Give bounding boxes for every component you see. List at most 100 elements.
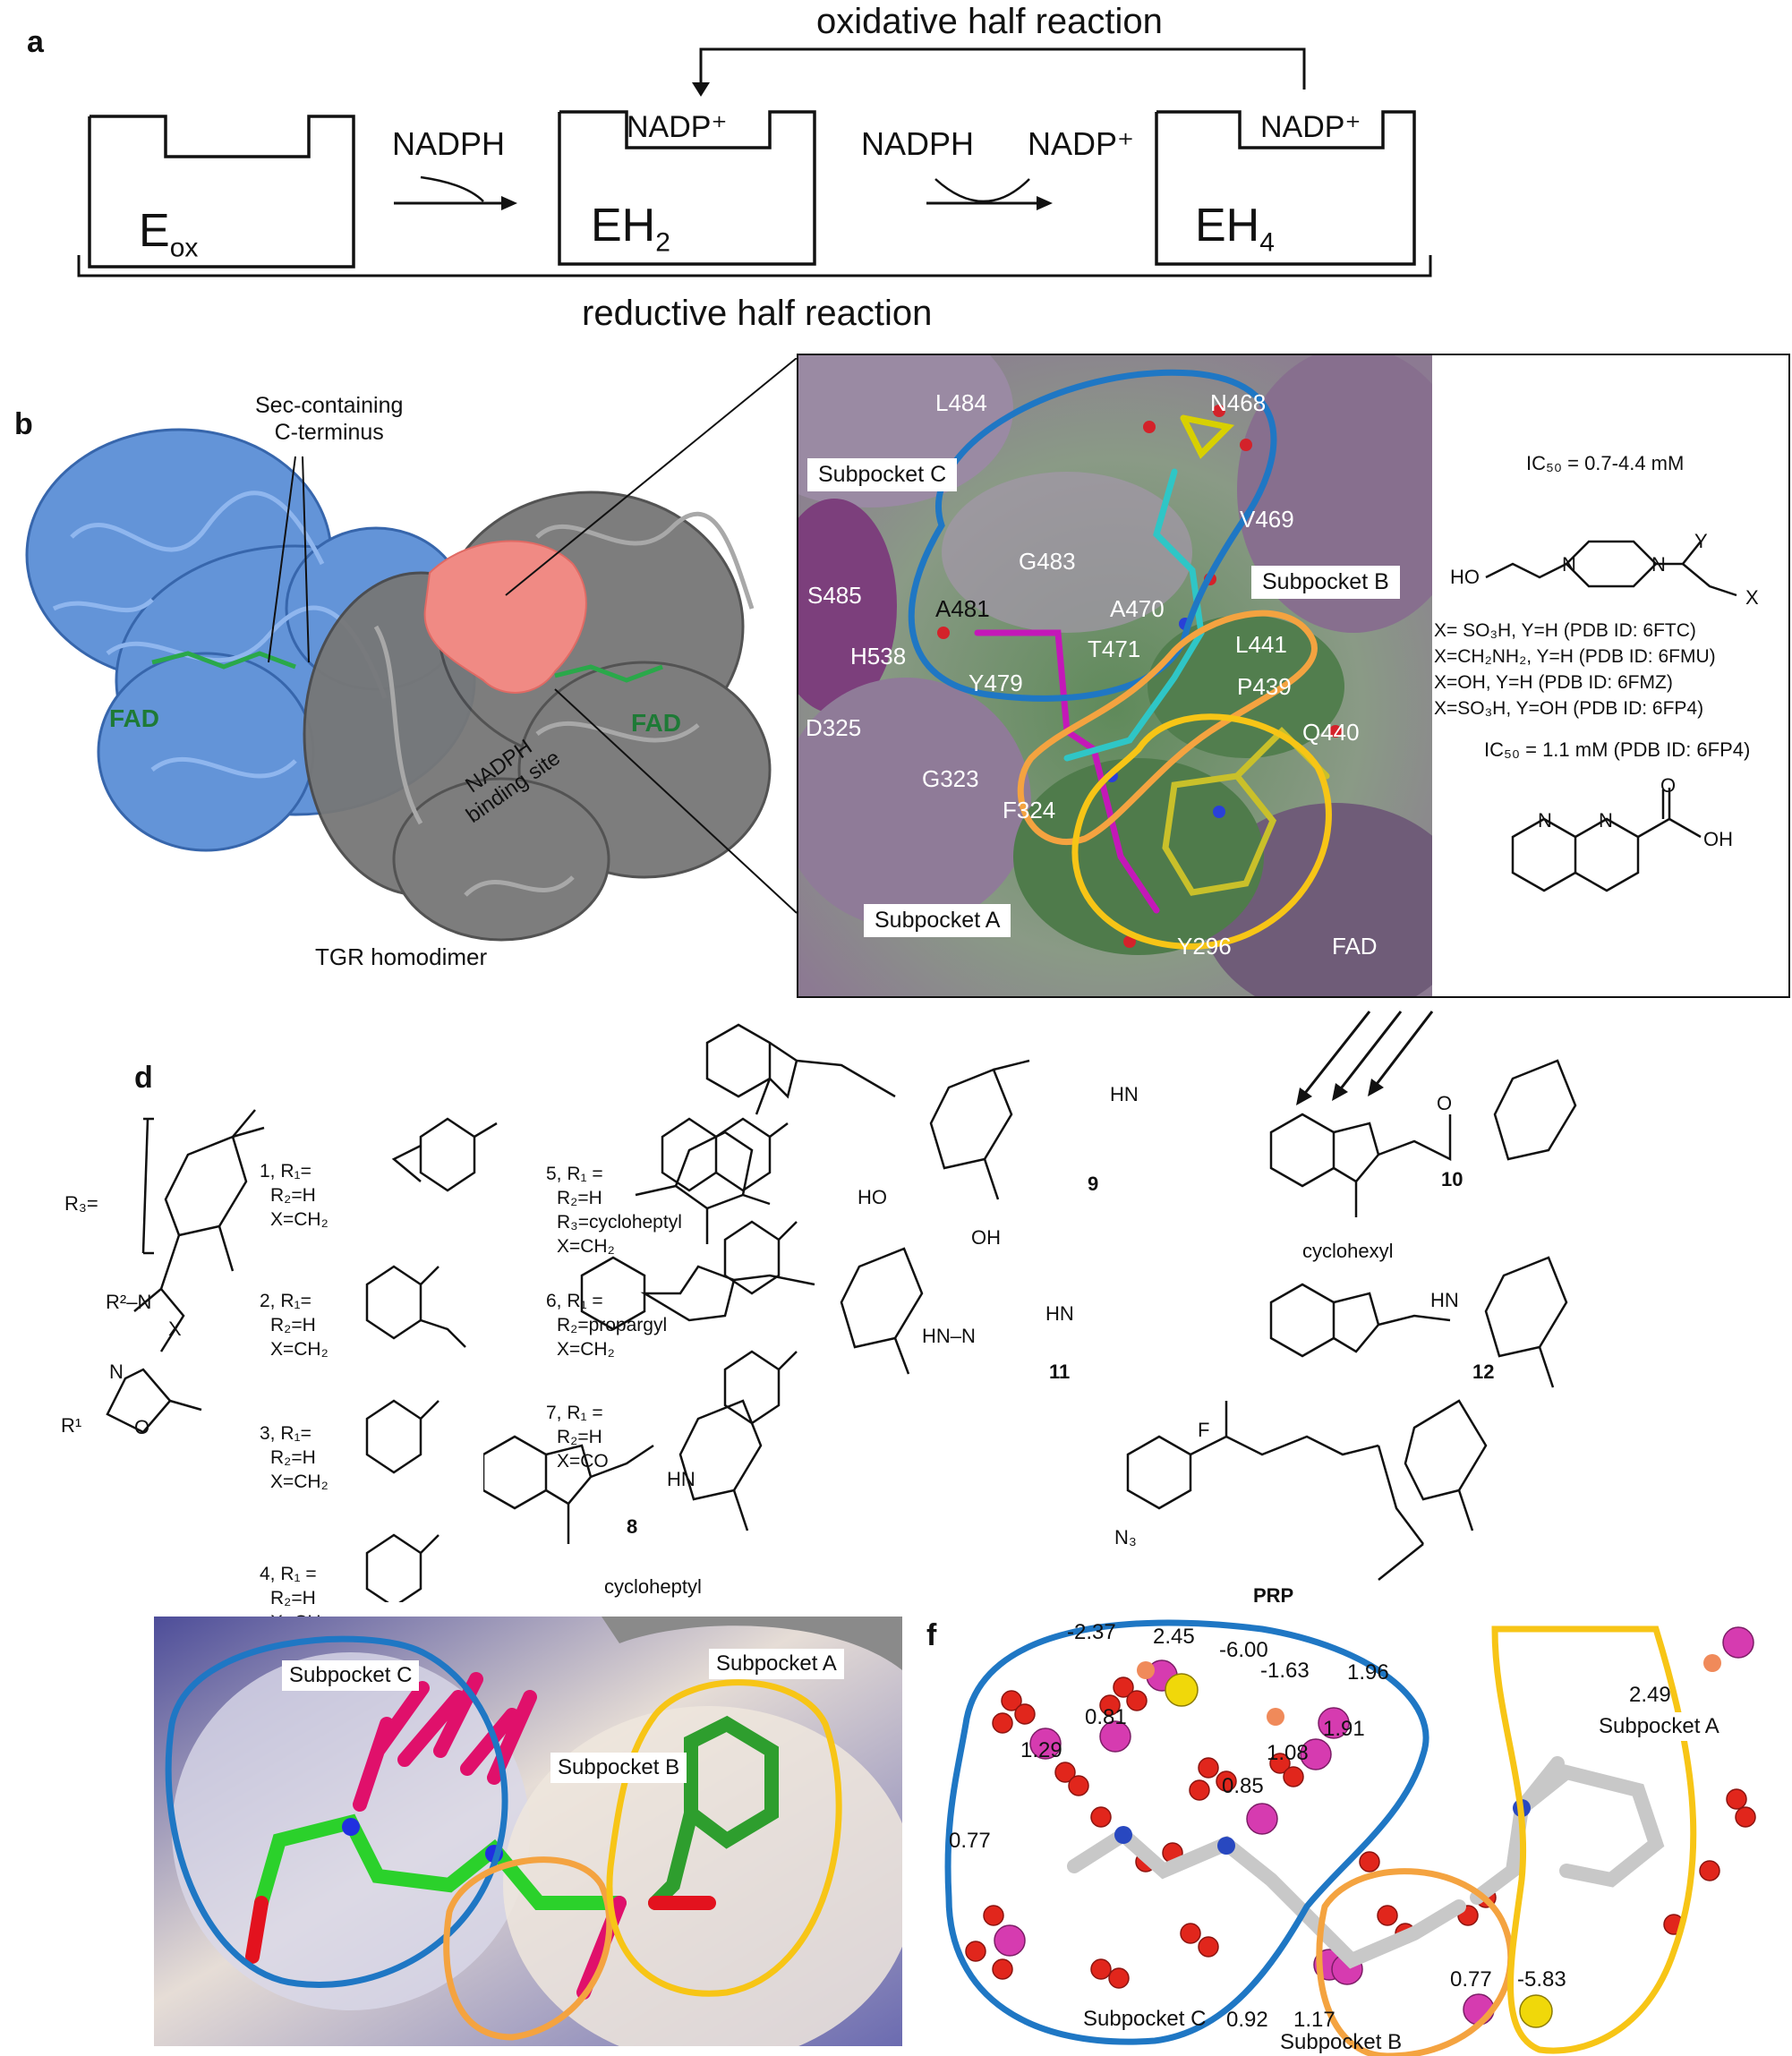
compound-rgroup-line: R₃=cycloheptyl: [557, 1212, 682, 1233]
energy-value: 1.96: [1347, 1660, 1389, 1685]
panel-f-render: [944, 1619, 1756, 2056]
state-eh4: EH4: [1195, 200, 1275, 258]
residue-label: S485: [807, 582, 862, 609]
energy-value: 1.91: [1323, 1717, 1365, 1741]
variant-2: X=CH₂NH₂, Y=H (PDB ID: 6FMU): [1434, 646, 1716, 667]
residue-label: A470: [1110, 595, 1165, 622]
subpocket-b-outline: [1017, 610, 1318, 845]
compound-rgroup-line: R₂=H: [270, 1588, 316, 1608]
chain-b-ribbon: [303, 491, 772, 942]
energy-value: 0.92: [1226, 2008, 1268, 2032]
panel-a-scheme: [77, 47, 1432, 277]
residue-label: T471: [1088, 636, 1141, 662]
compound-rgroup-line: R₂=propargyl: [557, 1315, 668, 1335]
naph-oh: OH: [1703, 828, 1733, 850]
oxidative-label: oxidative half reaction: [816, 2, 1163, 41]
compound-11-label: 11: [1049, 1361, 1071, 1383]
oxidative-arrow: [699, 47, 1306, 90]
compound-12-label: 12: [1472, 1361, 1495, 1383]
panel-c-surface: [798, 355, 1432, 996]
scaffold-x: X: [1745, 586, 1759, 609]
compound-rgroup-line: 1, R₁=: [260, 1161, 311, 1182]
compound-rgroup-line: X=CO: [557, 1451, 609, 1472]
compound-10-label: 10: [1441, 1168, 1463, 1190]
energy-value: 0.85: [1222, 1774, 1264, 1798]
energy-value: 2.45: [1153, 1625, 1195, 1649]
energy-value: 1.08: [1267, 1741, 1309, 1765]
residue-label: P439: [1237, 673, 1292, 700]
compound-rgroup-line: X=CH₂: [557, 1236, 615, 1257]
f-subpocket-c-outline: [944, 1619, 1429, 2045]
e-subpocket-a-outline: [606, 1679, 842, 1997]
residue-label: L484: [935, 389, 987, 416]
core-r2n: R²–N: [106, 1291, 152, 1313]
energy-value: 0.77: [949, 1829, 991, 1853]
atom-hnn-11: HN–N: [922, 1325, 976, 1347]
compound-rgroup-line: 2, R₁=: [260, 1291, 311, 1311]
compound-8-label: 8: [627, 1515, 638, 1538]
atom-hn-9: HN: [1110, 1083, 1139, 1105]
compound-8-note: cycloheptyl: [604, 1575, 702, 1598]
compound-rgroup-line: X=CH₂: [270, 1209, 329, 1230]
variant-4: X=SO₃H, Y=OH (PDB ID: 6FP4): [1434, 698, 1704, 719]
residue-label: L441: [1235, 631, 1287, 658]
atom-o-10: O: [1437, 1092, 1453, 1114]
atom-ho-9: HO: [858, 1186, 887, 1208]
state-box-eh2: [558, 110, 816, 266]
energy-value: 0.81: [1085, 1705, 1127, 1729]
state-eh2-cofactor: NADP⁺: [627, 110, 728, 144]
core-scaffold: [106, 1109, 265, 1434]
panel-a-label: a: [27, 25, 44, 59]
e-subpocket-a-box: Subpocket A: [709, 1649, 844, 1679]
naph-o: O: [1660, 774, 1677, 797]
subpocket-a-box: Subpocket A: [864, 904, 1011, 937]
variant-3: X=OH, Y=H (PDB ID: 6FMZ): [1434, 672, 1673, 693]
state-eox: Eox: [139, 205, 199, 263]
panel-c-frame: [797, 354, 1790, 998]
atom-hn-12: HN: [1430, 1289, 1459, 1311]
f-subpocket-b-label: Subpocket B: [1280, 2030, 1403, 2054]
compound-9-label: 9: [1088, 1173, 1099, 1195]
energy-value: 1.29: [1020, 1738, 1062, 1762]
naphthyridine-structure: [1511, 788, 1702, 892]
residue-label: G483: [1019, 548, 1076, 575]
naph-n1: N: [1538, 809, 1552, 832]
piperazine-scaffold: [1485, 540, 1737, 597]
compound-rgroup-line: 5, R₁ =: [546, 1164, 603, 1184]
state-eh2: EH2: [591, 200, 670, 258]
compound-1-rgroups: 1, R₁= R₂=H X=CH₂: [260, 1159, 329, 1232]
residue-label: N468: [1210, 389, 1267, 416]
compound-rgroup-line: R₂=H: [270, 1185, 316, 1206]
r1-substituents: [365, 1117, 498, 1602]
residue-label: F324: [1003, 797, 1056, 823]
panel-f-label: f: [926, 1618, 937, 1652]
naph-n2: N: [1599, 809, 1613, 832]
atom-f-prp: F: [1198, 1419, 1210, 1441]
compound-rgroup-line: R₂=H: [557, 1188, 602, 1208]
energy-value: -6.00: [1219, 1638, 1268, 1662]
atom-hn-8: HN: [667, 1468, 695, 1490]
panel-e-render: [154, 1617, 902, 2046]
f-subpocket-a-label: Subpocket A: [1593, 1712, 1725, 1741]
energy-value: -2.37: [1067, 1620, 1116, 1644]
scaffold-n2: N: [1651, 553, 1666, 576]
state-box-eox: [88, 115, 355, 269]
scaffold-ho: HO: [1450, 566, 1480, 588]
f-subpocket-c-label: Subpocket C: [1083, 2007, 1207, 2031]
f-subpocket-a-outline: [1491, 1625, 1697, 2054]
state-box-eh4: [1155, 110, 1416, 266]
subpocket-a-outline: [1071, 713, 1332, 950]
compound-prp-label: PRP: [1253, 1584, 1294, 1607]
state-eh4-cofactor: NADP⁺: [1260, 110, 1361, 144]
residue-label: A481: [935, 595, 990, 622]
ic50-2: IC₅₀ = 1.1 mM (PDB ID: 6FP4): [1484, 738, 1751, 761]
atom-n3-prp: N₃: [1114, 1526, 1137, 1548]
e-subpocket-c-box: Subpocket C: [282, 1660, 420, 1691]
variant-1: X= SO₃H, Y=H (PDB ID: 6FTC): [1434, 620, 1696, 641]
reductive-label: reductive half reaction: [582, 294, 933, 333]
residue-label: FAD: [1332, 933, 1378, 960]
